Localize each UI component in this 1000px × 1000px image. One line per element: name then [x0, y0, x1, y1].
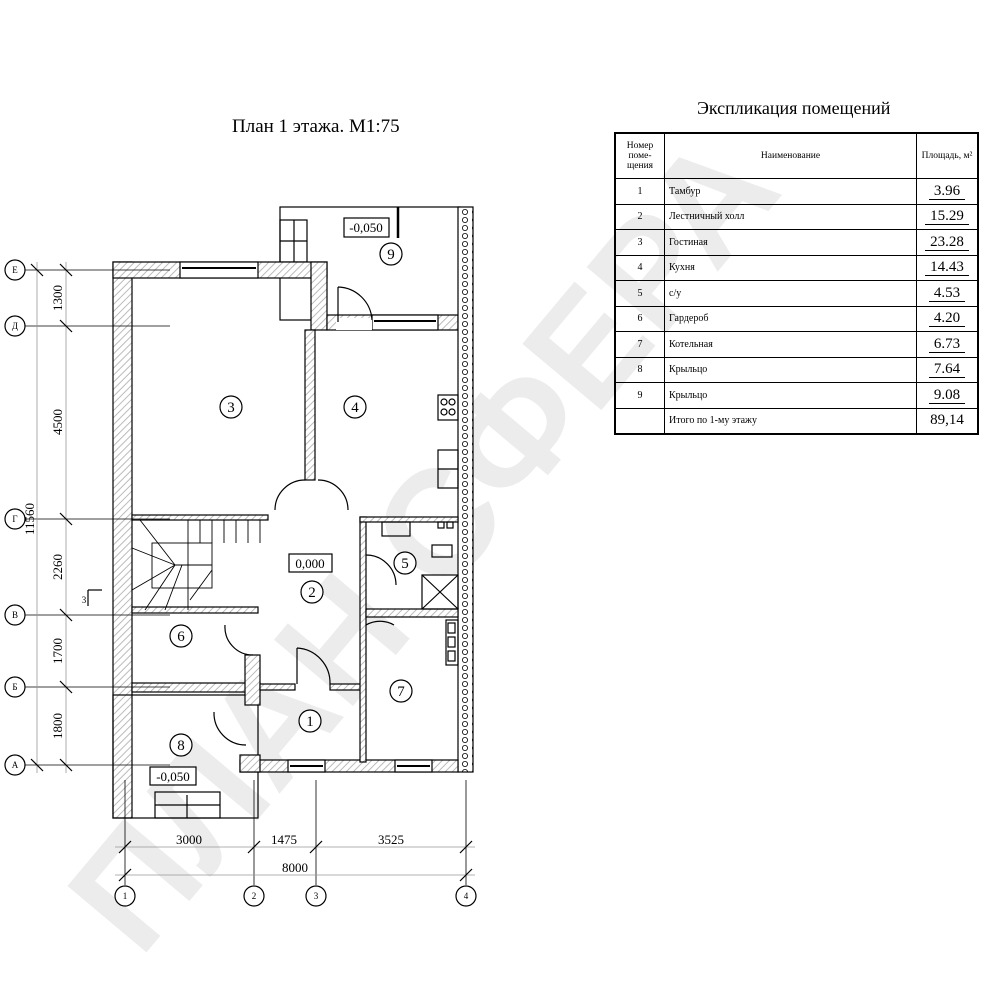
- room-number-9: 9: [387, 247, 395, 263]
- room-number-2: 2: [308, 585, 316, 601]
- axis-label-4: 4: [464, 891, 469, 901]
- level-porch-9: -0,050: [349, 220, 383, 235]
- room-number-1: 1: [306, 714, 314, 730]
- header-area: Площадь, м²: [916, 132, 979, 179]
- row-name: Крыльцо: [664, 382, 917, 409]
- row-name: Крыльцо: [664, 356, 917, 383]
- plan-title: План 1 этажа. М1:75: [232, 116, 400, 137]
- room-number-3: 3: [227, 400, 235, 416]
- room-number-6: 6: [177, 629, 185, 645]
- axis-label-e: Е: [12, 265, 18, 275]
- table-row-total: Итого по 1-му этажу 89,14: [614, 407, 979, 435]
- row-area: 4.53: [928, 285, 966, 302]
- dim-h-total: 8000: [282, 860, 308, 875]
- total-area: 89,14: [916, 407, 979, 435]
- wall-porch9-left: [310, 261, 328, 331]
- stove: [437, 394, 459, 421]
- room-number-5: 5: [401, 556, 409, 572]
- room-number-8: 8: [177, 738, 185, 754]
- row-name: с/у: [664, 280, 917, 307]
- dim-h-3000: 3000: [176, 832, 202, 847]
- row-name: Тамбур: [664, 178, 917, 205]
- row-number: 3: [614, 229, 665, 256]
- table-header: Номер поме-щения Наименование Площадь, м…: [614, 132, 979, 179]
- level-porch-8: -0,050: [156, 769, 190, 784]
- row-area: 23.28: [925, 234, 969, 251]
- dim-v-2260: 2260: [50, 554, 65, 580]
- dim-v-4500: 4500: [50, 409, 65, 435]
- row-area: 6.73: [928, 336, 966, 353]
- row-number: 9: [614, 382, 665, 409]
- dim-v-total: 11560: [22, 503, 37, 535]
- row-number: 4: [614, 254, 665, 281]
- header-num: Номер поме-щения: [614, 132, 665, 179]
- header-name: Наименование: [664, 132, 917, 179]
- row-area: 14.43: [925, 260, 969, 277]
- dim-h-1475: 1475: [271, 832, 297, 847]
- row-area: 9.08: [928, 387, 966, 404]
- row-area: 15.29: [925, 209, 969, 226]
- total-label: Итого по 1-му этажу: [664, 407, 917, 435]
- level-hall: 0,000: [295, 556, 324, 571]
- explication-title: Экспликация помещений: [697, 98, 891, 118]
- dim-v-1700: 1700: [50, 638, 65, 664]
- row-number: 5: [614, 280, 665, 307]
- row-area: 3.96: [928, 183, 966, 200]
- wall-left: [112, 261, 133, 819]
- section-mark-label: 3: [82, 595, 87, 605]
- axis-label-g: Г: [12, 514, 17, 524]
- row-area: 7.64: [928, 362, 966, 379]
- row-number: 2: [614, 203, 665, 230]
- row-number: 8: [614, 356, 665, 383]
- row-name: Кухня: [664, 254, 917, 281]
- explication-table: Номер поме-щения Наименование Площадь, м…: [614, 132, 979, 435]
- room-number-4: 4: [351, 400, 359, 416]
- row-name: Котельная: [664, 331, 917, 358]
- dim-v-1300: 1300: [50, 285, 65, 311]
- axis-label-a: А: [12, 760, 19, 770]
- axis-label-v: В: [12, 610, 18, 620]
- staircase: [131, 519, 261, 611]
- row-name: Гардероб: [664, 305, 917, 332]
- row-name: Гостиная: [664, 229, 917, 256]
- row-area: 4.20: [928, 311, 966, 328]
- dim-h-3525: 3525: [378, 832, 404, 847]
- axis-label-3: 3: [314, 891, 319, 901]
- wall-right: [457, 206, 474, 773]
- room-number-7: 7: [397, 684, 405, 700]
- row-number: 6: [614, 305, 665, 332]
- section-mark: [87, 589, 102, 606]
- axis-label-b: Б: [12, 682, 17, 692]
- row-number: 7: [614, 331, 665, 358]
- axis-label-d: Д: [12, 321, 18, 331]
- shower: [421, 574, 459, 610]
- grid-axes: [22, 262, 475, 885]
- row-name: Лестничный холл: [664, 203, 917, 230]
- row-number: 1: [614, 178, 665, 205]
- axis-label-1: 1: [123, 891, 128, 901]
- dim-v-1800: 1800: [50, 713, 65, 739]
- axis-label-2: 2: [252, 891, 257, 901]
